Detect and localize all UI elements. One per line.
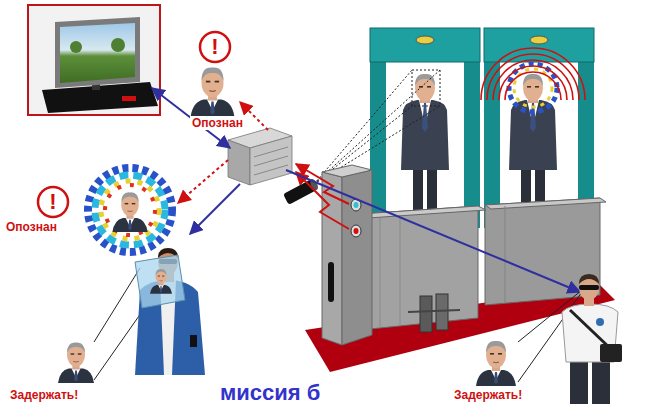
signal-arrows <box>178 160 228 203</box>
turnstile <box>342 170 372 345</box>
server-unit <box>254 156 288 166</box>
radar-face <box>112 192 147 232</box>
server-unit <box>228 128 292 185</box>
officer-with-glasses <box>596 318 604 326</box>
walkthrough-gate <box>484 28 594 62</box>
sensor-signal <box>296 172 349 229</box>
sensor <box>351 225 361 237</box>
alert-mark: ! <box>49 190 56 214</box>
officer-with-glasses <box>570 358 588 404</box>
turnstile <box>328 262 334 302</box>
sensor-signal <box>296 164 349 229</box>
officer-with-tablet <box>150 269 172 294</box>
turnstile <box>485 198 600 305</box>
server-unit <box>254 147 288 157</box>
camera-view <box>314 70 440 184</box>
officer-with-glasses <box>518 274 622 404</box>
signal-arrows <box>152 88 268 234</box>
monitor-picture <box>28 5 160 115</box>
camera-view <box>314 106 440 184</box>
server-unit <box>254 165 288 175</box>
alert-circle: ! <box>36 185 70 219</box>
scanned-person <box>481 48 585 210</box>
officer-with-tablet <box>94 268 140 342</box>
turnstile <box>322 165 372 177</box>
status-label: Задержать! <box>452 388 524 402</box>
scanned-person <box>499 66 567 100</box>
radar-face <box>105 185 155 235</box>
monitor-picture <box>122 96 136 101</box>
status-label: Опознан <box>4 220 59 234</box>
alert-circle: ! <box>198 30 232 64</box>
footer-heading: миссия б <box>218 380 322 406</box>
sensor <box>354 202 359 208</box>
monitor-picture <box>70 41 82 53</box>
scanned-person <box>505 72 561 100</box>
scanned-person <box>487 54 579 100</box>
scanned-person <box>509 74 557 210</box>
officer-with-glasses <box>600 344 622 362</box>
monitor-picture <box>60 23 135 83</box>
face-photo <box>191 67 235 117</box>
camera-view <box>314 70 412 184</box>
status-label: Задержать! <box>8 388 80 402</box>
status-label: Опознан <box>190 116 245 130</box>
turnstile <box>485 198 606 209</box>
camera-view <box>314 106 412 184</box>
radar-face <box>101 181 159 239</box>
camera-view <box>412 70 440 106</box>
turnstile <box>380 218 381 328</box>
officer-with-glasses <box>579 274 599 284</box>
signal-arrow <box>286 170 580 292</box>
alert-mark: ! <box>211 35 218 59</box>
monitor-picture <box>55 17 140 88</box>
alert-circle-ring <box>200 32 230 62</box>
turnstile <box>322 172 342 345</box>
scanned-person <box>481 48 585 100</box>
signal-arrows <box>190 184 240 234</box>
face-photo <box>476 341 516 386</box>
turnstile <box>436 294 448 330</box>
server-unit <box>250 136 292 185</box>
turnstile <box>420 296 432 332</box>
face-photo <box>58 342 94 383</box>
monitor-picture <box>111 38 125 52</box>
walkthrough-gate <box>416 36 434 44</box>
radar-face <box>95 175 165 245</box>
officer-with-tablet <box>135 255 185 308</box>
server-unit <box>228 140 250 185</box>
radar-face <box>88 168 172 252</box>
turnstile <box>505 206 506 303</box>
officer-with-tablet <box>190 335 197 347</box>
alert-circle-ring <box>38 187 68 217</box>
sensor <box>351 199 361 237</box>
turnstile <box>400 217 401 326</box>
person-figure <box>401 74 449 210</box>
officer-with-glasses <box>592 358 610 404</box>
monitor-picture <box>28 5 160 115</box>
turnstile <box>408 310 460 312</box>
walkthrough-gate <box>370 28 480 62</box>
officer-with-glasses <box>579 285 599 290</box>
camera-view <box>314 70 440 184</box>
officer-with-tablet <box>94 248 205 380</box>
radar-face <box>88 168 172 252</box>
sensor <box>354 228 359 234</box>
walkthrough-gate <box>530 36 548 44</box>
scanned-person <box>493 60 573 100</box>
